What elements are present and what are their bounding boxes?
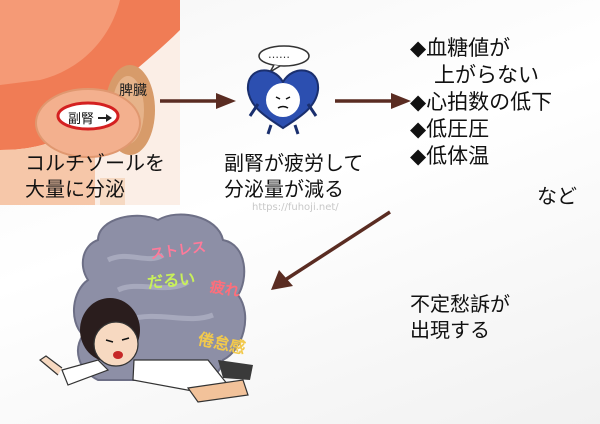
step1-line2: 大量に分泌 [25,177,125,201]
effect-low-pressure: ◆低圧圧 [410,117,490,141]
effect-heart-rate: ◆心拍数の低下 [410,90,553,114]
spleen-label: 脾臓 [119,83,147,99]
effect-low-temp: ◆低体温 [410,144,490,168]
effect-blood-sugar: ◆血糖値が [410,36,511,60]
step1-caption: コルチゾールを 大量に分泌 [25,150,165,202]
arrow-mascot-to-effects [335,93,411,109]
tired-mascot-illustration [246,45,320,135]
outcome-line2: 出現する [410,318,490,342]
arrow-to-outcome [271,210,391,290]
effect-blood-sugar-cont: 上がらない [434,63,539,87]
effects-list: ◆血糖値が 上がらない ◆心拍数の低下 ◆低圧圧 ◆低体温 [410,35,552,170]
arrow-anatomy-to-mascot [160,93,236,109]
thought-bubble-text: …… [268,48,290,61]
step2-caption: 副腎が疲労して 分泌量が減る [224,150,363,202]
step1-line1: コルチゾールを [25,151,165,175]
fatigued-person-illustration [38,213,253,403]
outcome-caption: 不定愁訴が 出現する [410,291,510,343]
step2-line1: 副腎が疲労して [224,151,364,175]
effects-etc: など [537,184,577,208]
anatomy-illustration [0,0,180,205]
outcome-line1: 不定愁訴が [410,292,510,316]
step2-line2: 分泌量が減る [224,177,344,201]
adrenal-label: 副腎 [68,112,95,127]
watermark: https://fuhoji.net/ [252,202,339,213]
cloud-word-darui: だるい [146,268,196,293]
